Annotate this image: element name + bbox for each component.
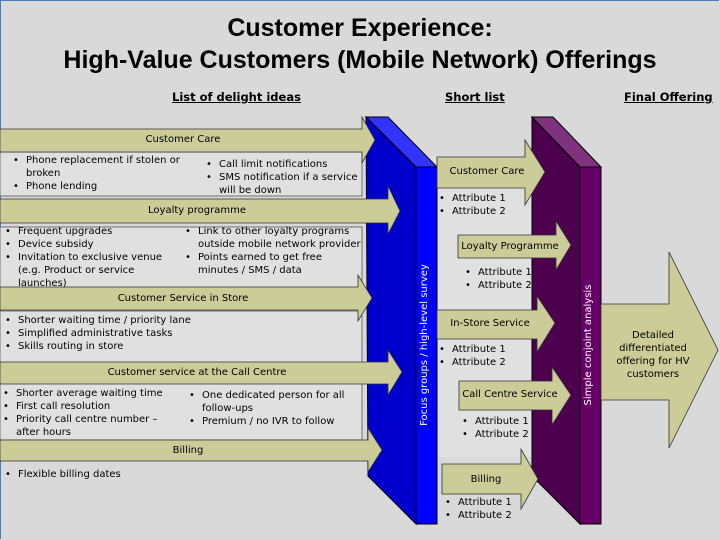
delight-item: Invitation to exclusive venue (e.g. Prod… <box>2 251 182 290</box>
delight-arrow-billing <box>0 426 383 474</box>
shortlist-attribute: Attribute 1 <box>436 192 526 205</box>
shortlist-arrow-loyalty <box>457 219 572 272</box>
delight-item: One dedicated person for all follow-ups <box>186 389 356 415</box>
delight-list: One dedicated person for all follow-ups … <box>186 389 356 428</box>
delight-item: Shorter waiting time / priority lane <box>2 314 302 327</box>
shortlist-attributes: Attribute 1 Attribute 2 <box>436 192 526 218</box>
delight-item: Flexible billing dates <box>2 468 302 481</box>
shortlist-attribute: Attribute 1 <box>442 496 532 509</box>
shortlist-label: Loyalty Programme <box>461 241 559 252</box>
delight-arrow-loyalty <box>0 185 401 235</box>
delight-list: Phone replacement if stolen or broken Ph… <box>10 154 210 193</box>
shortlist-arrow-customer-care <box>436 138 546 207</box>
shortlist-attribute: Attribute 2 <box>436 356 526 369</box>
filter1-label: Focus groups / high-level survey <box>419 264 430 426</box>
shortlist-attribute: Attribute 2 <box>459 428 549 441</box>
delight-item: Phone lending <box>10 180 210 193</box>
delight-category-label: Customer service at the Call Centre <box>107 367 287 378</box>
delight-arrow-customer-care <box>0 115 376 165</box>
title-line-2: High-Value Customers (Mobile Network) Of… <box>63 46 657 74</box>
shortlist-arrow-store <box>436 294 556 354</box>
delight-list: Shorter waiting time / priority lane Sim… <box>2 314 302 353</box>
shortlist-attributes: Attribute 1 Attribute 2 <box>459 415 549 441</box>
delight-category-label: Loyalty programme <box>148 205 246 216</box>
shortlist-arrow-billing <box>441 447 539 511</box>
shortlist-attributes: Attribute 1 Attribute 2 <box>442 496 532 522</box>
delight-list: Call limit notifications SMS notificatio… <box>203 158 363 197</box>
delight-arrow-call-centre <box>0 348 403 397</box>
shortlist-attribute: Attribute 1 <box>459 415 549 428</box>
delight-item: SMS notification if a service will be do… <box>203 171 363 197</box>
delight-item: Simplified administrative tasks <box>2 327 302 340</box>
filter2-label: Simple conjoint analysis <box>583 284 594 406</box>
delight-item: Skills routing in store <box>2 340 302 353</box>
shortlist-arrow-call-centre <box>458 365 572 427</box>
delight-item: Phone replacement if stolen or broken <box>10 154 210 180</box>
delight-item: Points earned to get free minutes / SMS … <box>182 251 362 277</box>
shortlist-label: In-Store Service <box>450 318 530 329</box>
shortlist-attribute: Attribute 1 <box>462 266 552 279</box>
delight-item: First call resolution <box>0 400 180 413</box>
shortlist-attribute: Attribute 1 <box>436 343 526 356</box>
shortlist-attribute: Attribute 2 <box>436 205 526 218</box>
delight-arrow-store <box>0 273 373 323</box>
delight-category-label: Billing <box>172 445 204 456</box>
delight-list: Frequent upgrades Device subsidy Invitat… <box>2 225 182 290</box>
column-header-delight: List of delight ideas <box>172 90 301 104</box>
delight-item: Frequent upgrades <box>2 225 182 238</box>
delight-list: Flexible billing dates <box>2 468 302 481</box>
delight-item: Premium / no IVR to follow <box>186 415 356 428</box>
column-header-final: Final Offering <box>624 90 713 104</box>
delight-list: Link to other loyalty programs outside m… <box>182 225 362 277</box>
shortlist-attribute: Attribute 2 <box>462 279 552 292</box>
delight-category-label: Customer Care <box>145 134 221 145</box>
slide-title: Customer Experience: High-Value Customer… <box>0 12 720 76</box>
delight-item: Priority call centre number – after hour… <box>0 413 180 439</box>
shortlist-label: Customer Care <box>449 166 525 177</box>
column-header-shortlist: Short list <box>445 90 505 104</box>
delight-item: Link to other loyalty programs outside m… <box>182 225 362 251</box>
title-line-1: Customer Experience: <box>227 14 493 42</box>
shortlist-label: Call Centre Service <box>462 389 558 400</box>
final-offering-arrow <box>600 251 719 449</box>
shortlist-attribute: Attribute 2 <box>442 509 532 522</box>
delight-item: Device subsidy <box>2 238 182 251</box>
shortlist-attributes: Attribute 1 Attribute 2 <box>436 343 526 369</box>
shortlist-label: Billing <box>470 474 502 485</box>
final-offering-text: Detailed differentiated offering for HV … <box>616 330 690 380</box>
delight-item: Shorter average waiting time <box>0 387 180 400</box>
delight-list: Shorter average waiting time First call … <box>0 387 180 439</box>
shortlist-attributes: Attribute 1 Attribute 2 <box>462 266 552 292</box>
delight-item: Call limit notifications <box>203 158 363 171</box>
delight-category-label: Customer Service in Store <box>117 293 249 304</box>
